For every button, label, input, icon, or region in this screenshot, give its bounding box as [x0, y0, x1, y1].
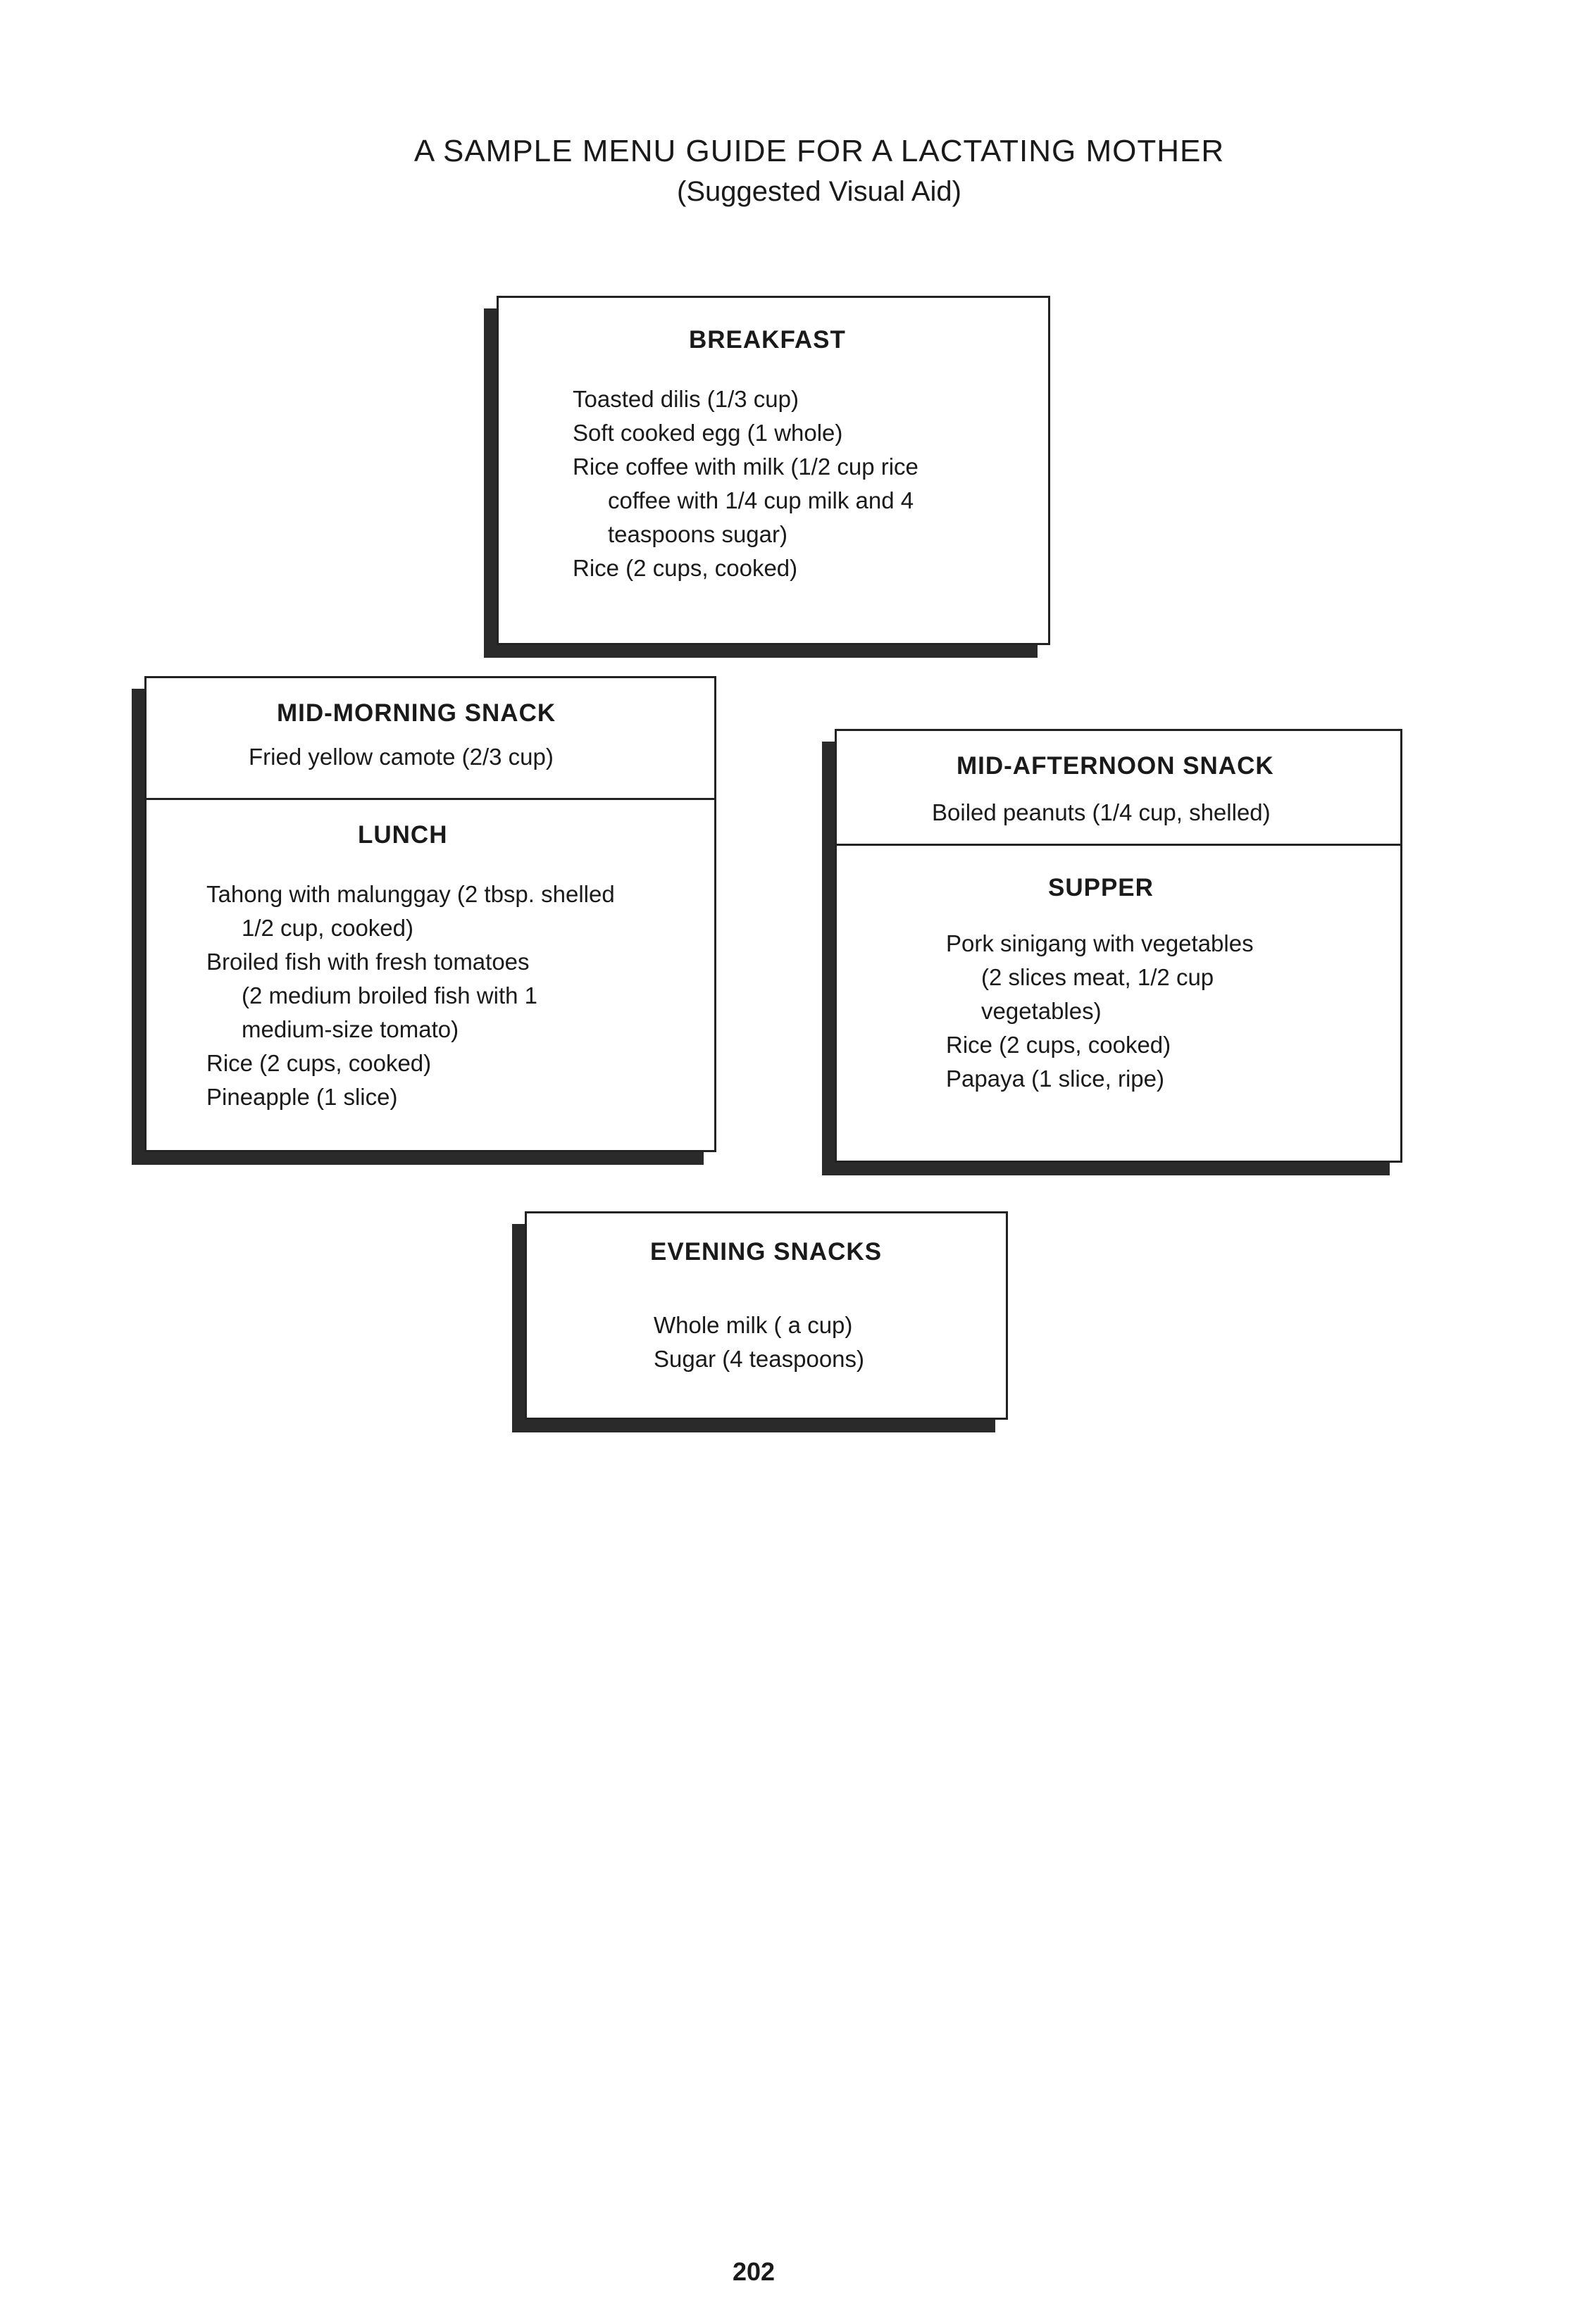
page-subtitle: (Suggested Visual Aid) [677, 176, 961, 207]
menu-item: Pork sinigang with vegetables [946, 930, 1254, 956]
menu-item: Fried yellow camote (2/3 cup) [249, 744, 554, 770]
evening-snacks-box: EVENING SNACKS Whole milk ( a cup) Sugar… [525, 1211, 1008, 1420]
menu-item: Pineapple (1 slice) [206, 1084, 398, 1110]
breakfast-items: Toasted dilis (1/3 cup) Soft cooked egg … [573, 382, 918, 585]
menu-item: Papaya (1 slice, ripe) [946, 1066, 1164, 1092]
evening-snacks-items: Whole milk ( a cup) Sugar (4 teaspoons) [654, 1308, 864, 1376]
menu-item: Rice (2 cups, cooked) [946, 1032, 1171, 1058]
mid-afternoon-snack-heading: MID-AFTERNOON SNACK [957, 752, 1274, 780]
mid-morning-snack-items: Fried yellow camote (2/3 cup) [249, 740, 554, 774]
lunch-section: LUNCH Tahong with malunggay (2 tbsp. she… [147, 798, 714, 1149]
menu-item-continued: coffee with 1/4 cup milk and 4 [608, 487, 914, 513]
menu-item: Rice (2 cups, cooked) [573, 555, 798, 581]
mid-morning-snack-heading: MID-MORNING SNACK [277, 699, 556, 727]
page-number: 202 [733, 2257, 776, 2286]
menu-item: Rice (2 cups, cooked) [206, 1050, 432, 1076]
lunch-heading: LUNCH [358, 821, 448, 849]
mid-morning-snack-section: MID-MORNING SNACK Fried yellow camote (2… [147, 678, 714, 798]
menu-item-continued: medium-size tomato) [242, 1016, 459, 1042]
menu-item-continued: teaspoons sugar) [608, 521, 787, 547]
supper-heading: SUPPER [1048, 874, 1154, 901]
menu-item-continued: vegetables) [981, 998, 1102, 1024]
menu-item: Sugar (4 teaspoons) [654, 1346, 865, 1372]
menu-item-continued: (2 medium broiled fish with 1 [242, 982, 538, 1008]
menu-item: Rice coffee with milk (1/2 cup rice [573, 454, 918, 480]
mid-afternoon-snack-items: Boiled peanuts (1/4 cup, shelled) [932, 796, 1271, 830]
menu-item-continued: 1/2 cup, cooked) [242, 915, 413, 941]
supper-section: SUPPER Pork sinigang with vegetables (2 … [837, 844, 1400, 1159]
supper-items: Pork sinigang with vegetables (2 slices … [946, 927, 1254, 1096]
menu-item: Tahong with malunggay (2 tbsp. shelled [206, 881, 615, 907]
mid-afternoon-supper-box: MID-AFTERNOON SNACK Boiled peanuts (1/4 … [835, 729, 1402, 1163]
mid-morning-lunch-box: MID-MORNING SNACK Fried yellow camote (2… [144, 676, 716, 1152]
menu-item: Toasted dilis (1/3 cup) [573, 386, 799, 412]
menu-item: Broiled fish with fresh tomatoes [206, 949, 530, 975]
breakfast-heading: BREAKFAST [689, 326, 846, 354]
menu-item-continued: (2 slices meat, 1/2 cup [981, 964, 1214, 990]
evening-snacks-heading: EVENING SNACKS [650, 1238, 883, 1266]
menu-item: Boiled peanuts (1/4 cup, shelled) [932, 799, 1271, 825]
menu-item: Soft cooked egg (1 whole) [573, 420, 843, 446]
page-title: A SAMPLE MENU GUIDE FOR A LACTATING MOTH… [413, 134, 1225, 168]
breakfast-box: BREAKFAST Toasted dilis (1/3 cup) Soft c… [497, 296, 1050, 645]
mid-afternoon-snack-section: MID-AFTERNOON SNACK Boiled peanuts (1/4 … [837, 731, 1400, 844]
menu-item: Whole milk ( a cup) [654, 1312, 853, 1338]
lunch-items: Tahong with malunggay (2 tbsp. shelled 1… [206, 877, 615, 1114]
